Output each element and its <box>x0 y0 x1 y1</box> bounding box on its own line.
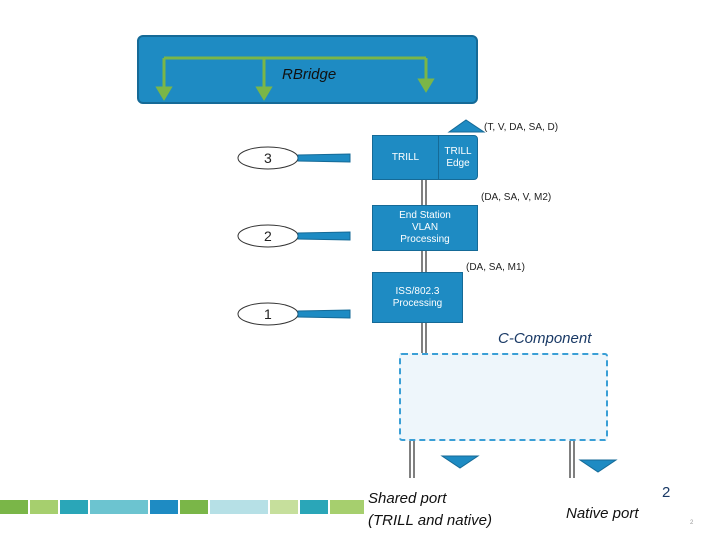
edge-port-shape <box>447 119 486 133</box>
port-number-3: 3 <box>264 150 272 166</box>
frame-trill-annotation: (T, V, DA, SA, D) <box>484 122 559 133</box>
footer-tile <box>90 500 148 514</box>
footer-tile <box>60 500 88 514</box>
footer-tile <box>330 500 364 514</box>
iss-block: ISS/802.3 Processing <box>372 272 463 323</box>
end-station-label: End Station VLAN Processing <box>399 210 451 245</box>
c-component-box <box>399 353 608 441</box>
native-port-triangle <box>578 459 618 473</box>
iss-label: ISS/802.3 Processing <box>392 285 443 309</box>
page-number: 2 <box>662 484 671 501</box>
slide-mark: 2 <box>690 520 694 526</box>
footer-tile <box>0 500 28 514</box>
footer-tile <box>180 500 208 514</box>
end-station-vlan-block: End Station VLAN Processing <box>372 205 478 251</box>
footer-tile <box>300 500 328 514</box>
trill-block: TRILL <box>372 135 439 180</box>
port-number-2: 2 <box>264 228 272 244</box>
footer-tile <box>150 500 178 514</box>
rbridge-arrows <box>155 56 435 101</box>
trill-edge-block: TRILL Edge <box>438 135 478 180</box>
frame-mac-annotation: (DA, SA, M1) <box>466 262 525 273</box>
shared-port-label: Shared port <box>368 490 447 507</box>
c-component-label: C-Component <box>498 330 592 347</box>
frame-vlan-annotation: (DA, SA, V, M2) <box>481 192 552 203</box>
native-port-label: Native port <box>566 505 639 522</box>
footer-tile <box>210 500 268 514</box>
rbridge-box <box>137 35 478 104</box>
shared-port-triangle <box>440 455 480 469</box>
shared-port-sublabel: (TRILL and native) <box>368 512 492 529</box>
port-number-1: 1 <box>264 306 272 322</box>
footer-tile <box>270 500 298 514</box>
footer-tile <box>30 500 58 514</box>
port-pins <box>237 146 351 326</box>
trill-edge-label: TRILL Edge <box>444 145 472 169</box>
trill-label: TRILL <box>391 151 420 163</box>
rbridge-label: RBridge <box>282 66 337 83</box>
